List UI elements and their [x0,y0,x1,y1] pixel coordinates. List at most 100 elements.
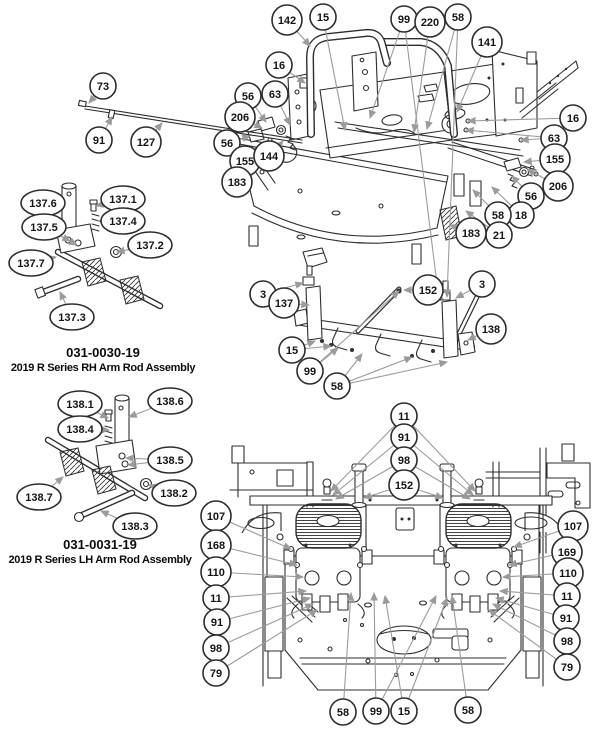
callout-balloon: 138.5 [147,446,193,474]
callout-balloon-label: 138 [482,324,500,336]
callout-balloon-circle [323,372,351,400]
callout-balloon-label: 206 [231,112,249,124]
callout-balloon-label: 98 [210,643,222,655]
callout-balloon-label: 141 [478,37,496,49]
callout-balloon: 15 [309,3,337,31]
callout-balloon-label: 56 [221,138,233,150]
leader-line [382,594,405,712]
callout-balloon: 168 [200,529,232,561]
lh-assembly-label: 031-0031-19 2019 R Series LH Arm Rod Ass… [2,537,198,568]
callout-balloon-circle [8,249,54,277]
callout-balloon: 91 [552,604,580,632]
callout-balloon: 98 [390,446,418,474]
callout-balloon-label: 91 [211,617,223,629]
callout-balloon: 110 [200,556,232,588]
callout-balloon: 79 [202,659,230,687]
callout-balloon: 183 [455,217,487,249]
callout-balloon-circle [471,26,503,58]
callout-balloon: 99 [390,5,418,33]
rh-assembly-part-number: 031-0030-19 [66,345,140,360]
callout-balloon: 137.6 [20,189,66,217]
callout-balloon-label: 18 [515,210,527,222]
tie-rod-drawing [77,99,303,144]
callout-balloon-circle [390,697,418,725]
callout-balloon: 138.6 [147,387,193,415]
callout-balloon-label: 137.6 [29,198,57,210]
callout-balloon: 142 [271,4,303,36]
mid-rod-assembly-drawing [293,265,480,363]
callout-balloon-label: 138.3 [121,521,149,533]
callout-balloon-label: 91 [93,135,105,147]
leader-line [443,16,459,299]
callout-balloon: 138 [475,313,507,345]
callout-balloon-circle [261,80,289,108]
callout-balloon-label: 137.2 [136,240,164,252]
callout-balloon: 144 [253,140,285,172]
rh-arm-rod-drawing [34,182,164,310]
callout-balloon-circle [296,357,324,385]
callout-balloon-label: 220 [421,17,439,29]
callout-balloon: 99 [362,697,390,725]
callout-balloon: 206 [224,101,256,133]
leader-line [449,594,469,711]
callout-balloon-circle [100,207,146,235]
callout-balloon-circle [224,101,256,133]
callout-balloon: 56 [213,129,241,157]
callout-balloon-label: 16 [273,60,285,72]
callout-balloon: 137.4 [100,207,146,235]
callout-balloon-label: 63 [269,89,281,101]
callout-balloon: 73 [89,72,117,100]
callout-balloon: 11 [202,584,230,612]
callout-balloon-circle [147,387,193,415]
callout-balloon-label: 138.2 [160,488,188,500]
leader-line [403,18,442,302]
callout-balloon-circle [309,3,337,31]
callout-balloon-label: 152 [419,285,437,297]
callout-balloon: 155 [539,143,571,175]
callout-balloon-label: 152 [395,480,413,492]
callout-balloon: 15 [278,336,306,364]
callout-balloon: 98 [553,627,581,655]
callout-balloon-circle [468,270,496,298]
callout-balloon-label: 138.4 [66,424,94,436]
leader-line [309,290,400,372]
callout-balloon: 183 [221,166,253,198]
callout-balloon-circle [271,4,303,36]
callout-balloon: 58 [454,696,482,724]
leader-line [375,595,437,712]
callout-balloon-label: 3 [479,279,485,291]
callout-balloon-circle [16,483,62,511]
callout-balloon: 138.7 [16,483,62,511]
callout-balloon: 152 [412,274,444,306]
callout-balloon: 137.5 [21,213,67,241]
callout-balloon-label: 137.1 [109,194,137,206]
callout-balloon-label: 137.5 [30,222,58,234]
callout-balloon-label: 138.1 [66,399,94,411]
callout-balloon: 91 [203,608,231,636]
callout-balloon-circle [151,479,197,507]
callout-balloon-label: 137.3 [58,312,86,324]
lh-assembly-part-number: 031-0031-19 [63,537,137,552]
callout-balloon-circle [559,104,587,132]
leader-line [368,18,405,120]
callout-balloon-label: 137.4 [109,216,137,228]
callout-balloon-label: 56 [525,191,537,203]
leader-line [370,591,378,712]
callout-balloon-label: 73 [97,81,109,93]
callout-balloon: 152 [388,469,420,501]
callout-balloon: 138.4 [57,415,103,443]
callout-balloon-circle [444,3,472,31]
callout-balloon-circle [147,446,193,474]
callout-balloon-circle [278,336,306,364]
callout-balloon-label: 15 [286,345,298,357]
leader-line [215,609,318,674]
rh-assembly-label: 031-0030-19 2019 R Series RH Arm Rod Ass… [8,345,198,376]
callout-balloon: 98 [202,634,230,662]
callout-balloon: 63 [261,80,289,108]
callout-balloon: 58 [329,698,357,726]
callout-balloon-circle [57,415,103,443]
callout-balloon-label: 99 [398,14,410,26]
callout-balloon: 79 [553,653,581,681]
callout-balloon-label: 79 [210,668,222,680]
